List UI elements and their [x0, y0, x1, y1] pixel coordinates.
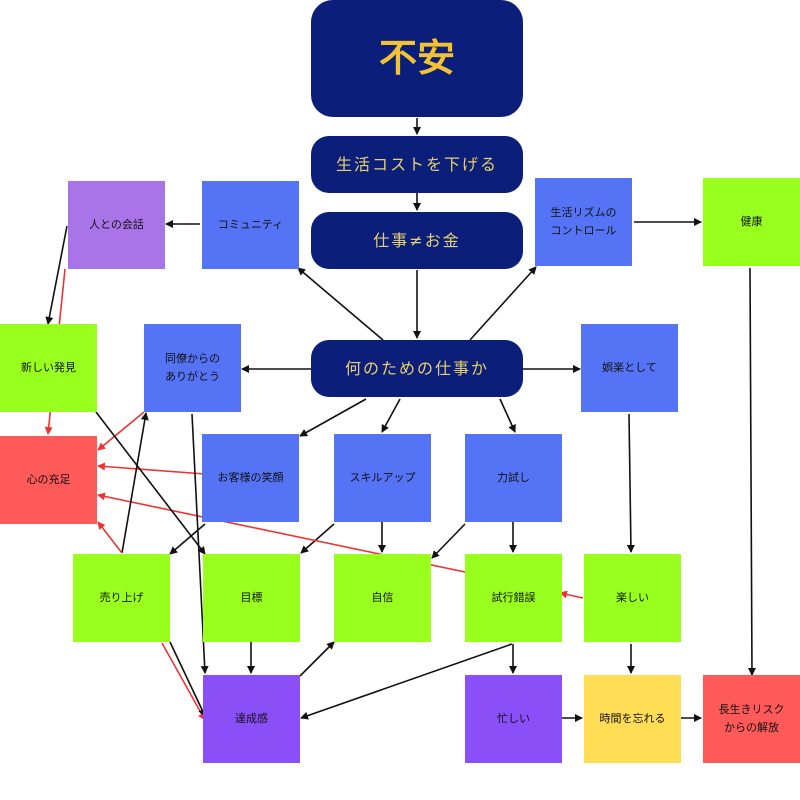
connector-arrow-13	[45, 225, 68, 325]
connector-arrow-31	[169, 641, 206, 717]
connector-arrow-11	[381, 398, 401, 433]
connector-arrow-26	[95, 411, 206, 555]
node-skillup: スキルアップ	[334, 434, 431, 522]
connector-arrow-27	[169, 523, 206, 555]
node-confidence: 自信	[334, 554, 431, 642]
connector-arrow-6	[297, 267, 384, 341]
connector-arrow-22	[97, 411, 145, 451]
node-thanks: 同僚からの ありがとう	[144, 324, 241, 412]
connector-arrow-19	[300, 523, 335, 554]
connector-arrow-12	[499, 398, 516, 433]
connector-arrow-29	[97, 521, 123, 554]
node-longevity: 長生きリスク からの解放	[703, 675, 800, 763]
node-why-work: 何のための仕事か	[311, 340, 523, 397]
node-smile: お客様の笑顔	[202, 434, 299, 522]
node-forget-time: 時間を忘れる	[584, 675, 681, 763]
node-trial-error: 試行錯誤	[465, 554, 562, 642]
connector-arrow-20	[431, 523, 466, 559]
node-goal: 目標	[203, 554, 300, 642]
node-talk: 人との会話	[68, 181, 165, 269]
connector-arrow-34	[300, 643, 513, 720]
connector-arrow-7	[469, 266, 537, 341]
node-work-not-money: 仕事≠お金	[311, 212, 523, 269]
connector-arrow-24	[559, 590, 584, 599]
node-anxiety: 不安	[311, 0, 523, 117]
node-fun: 楽しい	[584, 554, 681, 642]
connector-arrow-15	[747, 267, 756, 676]
node-health: 健康	[703, 178, 800, 266]
node-discovery: 新しい発見	[0, 324, 97, 412]
connector-arrow-33	[299, 641, 335, 677]
connector-arrow-30	[161, 642, 206, 721]
connector-arrow-10	[299, 398, 367, 437]
node-lower-cost: 生活コストを下げる	[311, 136, 523, 193]
connector-arrow-25	[121, 412, 149, 554]
node-busy: 忙しい	[465, 675, 562, 763]
node-rhythm: 生活リズムの コントロール	[535, 178, 632, 266]
node-achievement: 達成感	[203, 675, 300, 763]
node-community: コミュニティ	[202, 181, 299, 269]
node-entertainment: 娯楽として	[581, 324, 678, 412]
node-sales: 売り上げ	[73, 554, 170, 642]
connector-arrow-28	[191, 413, 209, 674]
connector-arrow-21	[97, 462, 206, 475]
node-fulfillment: 心の充足	[0, 436, 97, 524]
connector-arrow-16	[626, 413, 635, 553]
node-trial: 力試し	[465, 434, 562, 522]
